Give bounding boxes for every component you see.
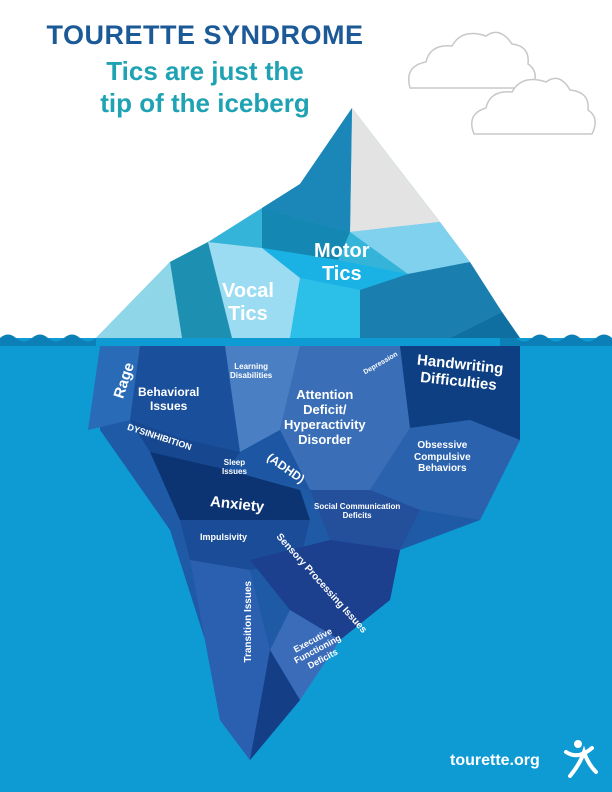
tourette-logo-icon [564, 740, 598, 778]
label-transition-issues: Transition Issues [243, 580, 255, 663]
footer-url[interactable]: tourette.org [450, 752, 540, 769]
label-learning-disabilities: Learning Disabilities [230, 362, 273, 381]
label-behavioral-issues: Behavioral Issues [138, 385, 200, 413]
wave [0, 334, 96, 346]
cloud-icon [408, 31, 536, 89]
label-social-communication: Social Communication Deficits [314, 502, 401, 521]
cloud-icon [471, 77, 596, 135]
page-subtitle: Tics are just the [106, 56, 304, 86]
label-motor-tics: Motor Tics [314, 240, 370, 285]
page-title: TOURETTE SYNDROME [46, 20, 364, 50]
label-vocal-tics: Vocal Tics [222, 280, 274, 325]
page-subtitle: tip of the iceberg [100, 88, 310, 118]
label-sleep-issues: Sleep Issues [222, 458, 247, 477]
label-impulsivity: Impulsivity [200, 532, 248, 542]
label-ocd: Obsessive Compulsive Behaviors [414, 440, 471, 474]
iceberg-bottom [88, 346, 520, 760]
label-adhd: Attention Deficit/ Hyperactivity Disorde… [284, 387, 366, 447]
iceberg-top [96, 108, 520, 338]
wave [500, 334, 612, 346]
